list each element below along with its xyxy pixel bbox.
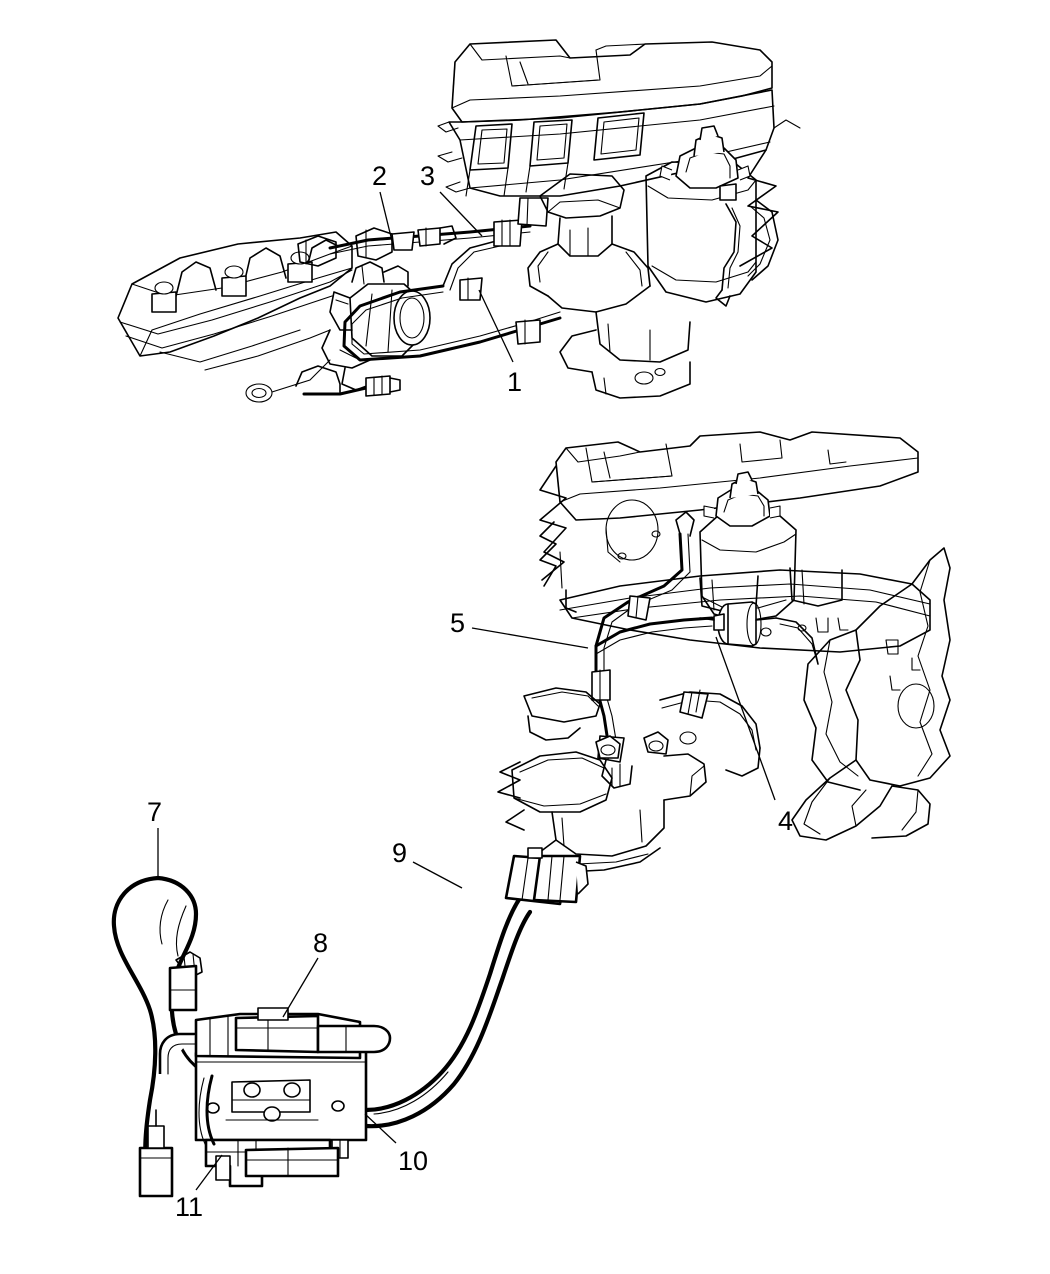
callout-label-8: 8 [313,928,329,958]
figure-top-assembly [117,39,801,403]
callout-label-2: 2 [372,161,388,191]
figure-bottom-assembly [111,847,589,1198]
callout-leader-lines [157,191,776,1191]
callout-label-1: 1 [507,367,523,397]
figure-middle-assembly [497,431,951,873]
callout-label-9: 9 [392,838,408,868]
callout-label-11: 11 [175,1192,204,1222]
callout-label-3: 3 [420,161,436,191]
callout-label-5: 5 [450,608,466,638]
callout-label-10: 10 [398,1146,429,1176]
callout-label-4: 4 [778,806,794,836]
callout-label-7: 7 [147,797,163,827]
